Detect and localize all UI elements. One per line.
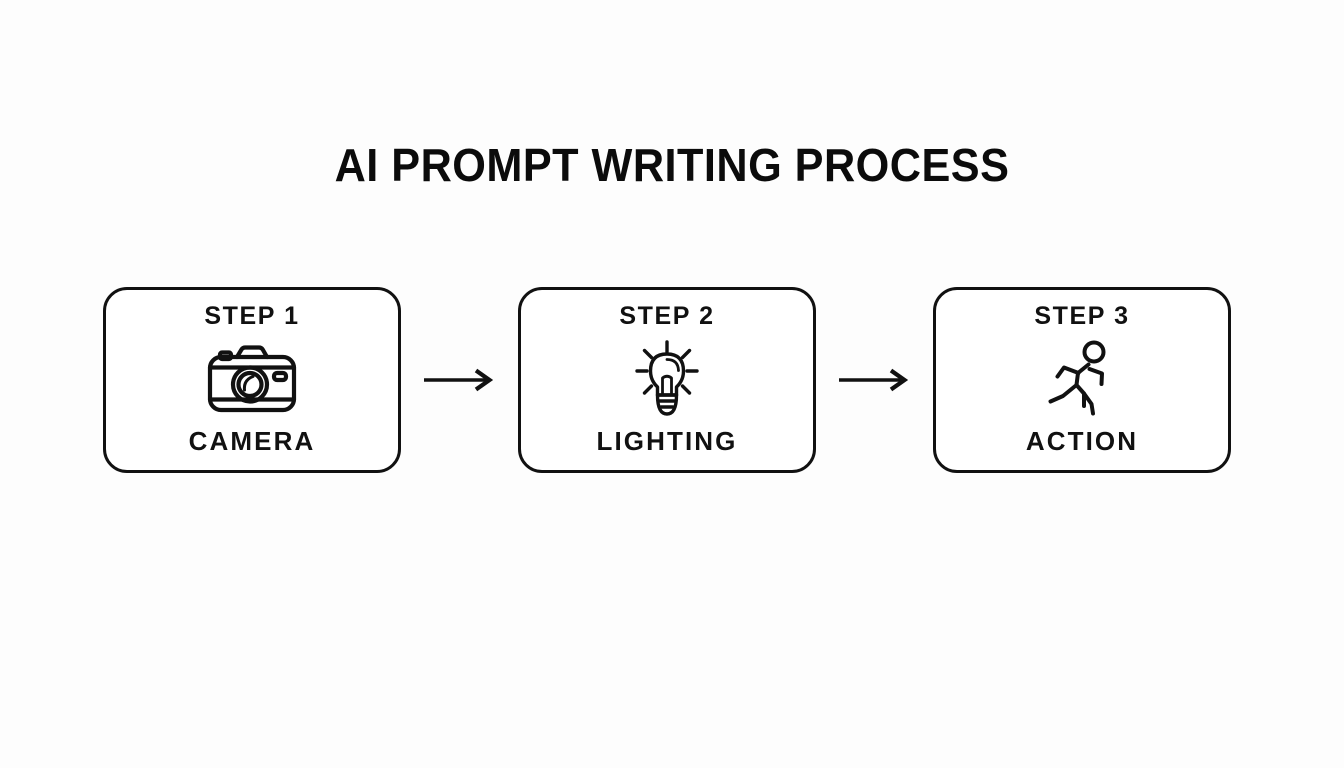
process-flow: STEP 1 [103, 287, 1231, 473]
step-card-1-name-label: CAMERA [188, 426, 316, 456]
step-card-3-name-label: ACTION [1025, 426, 1139, 456]
step-card-3-step-label: STEP 3 [1034, 302, 1130, 330]
step-card-2-name-label: LIGHTING [596, 426, 738, 456]
arrow-right-icon-1 [423, 365, 497, 395]
step-card-1-step-label: STEP 1 [204, 302, 300, 330]
camera-icon [116, 329, 388, 428]
step-card-1[interactable]: STEP 1 [103, 287, 401, 473]
page-title: AI PROMPT WRITING PROCESS [334, 139, 1010, 191]
step-card-3[interactable]: STEP 3 ACTION [933, 287, 1231, 473]
lightbulb-icon [531, 329, 803, 428]
running-person-icon [946, 329, 1218, 428]
step-card-2[interactable]: STEP 2 [518, 287, 816, 473]
arrow-right-icon-2 [838, 365, 912, 395]
step-card-2-step-label: STEP 2 [619, 302, 715, 330]
